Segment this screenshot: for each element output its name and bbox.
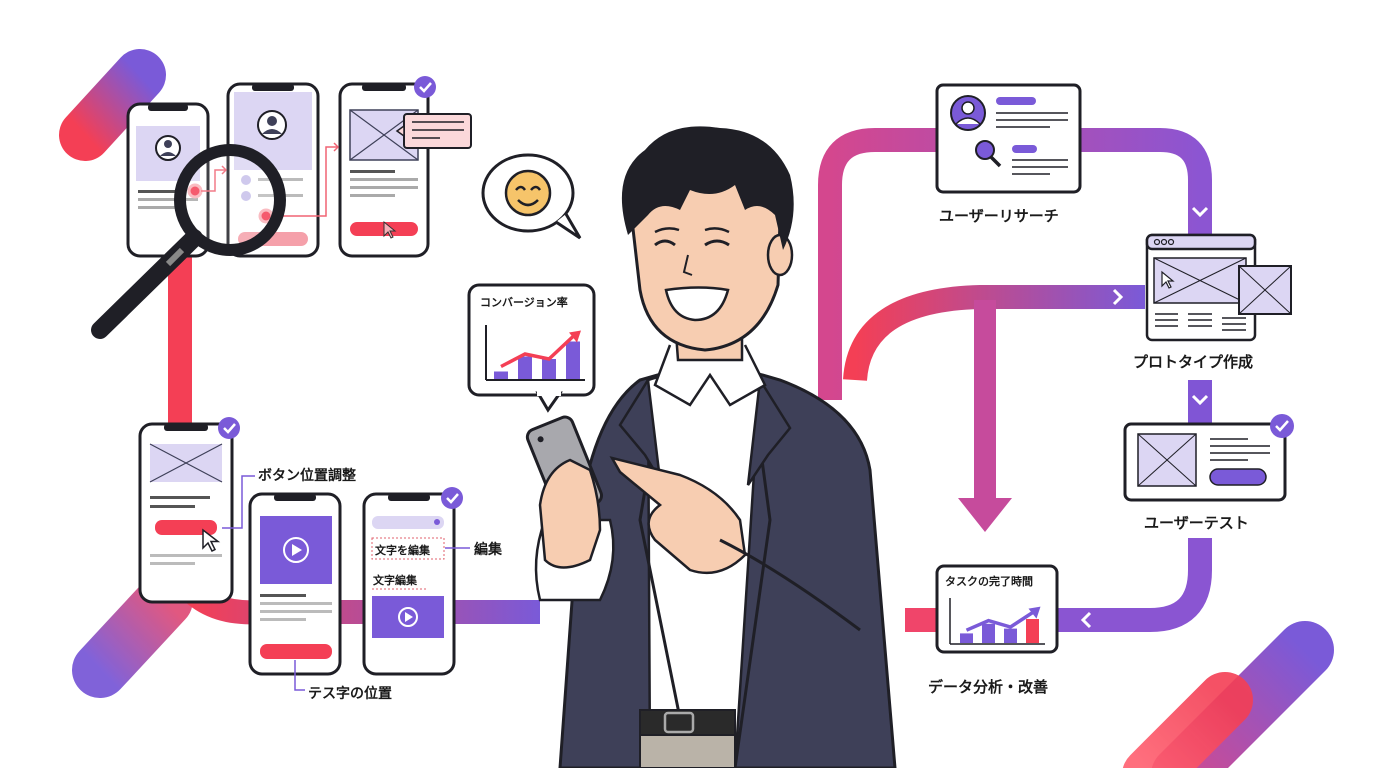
phone-text-edit-box: 文字を編集 xyxy=(375,544,430,557)
chart-bar xyxy=(494,371,508,379)
card-prototype xyxy=(1145,233,1292,342)
step-label-data-analysis: データ分析・改善 xyxy=(928,678,1049,696)
phone-text-edit-label: 文字編集 xyxy=(373,574,417,587)
conversion-chart-title: コンバージョン率 xyxy=(480,296,568,309)
card-user-test xyxy=(1123,414,1294,502)
annotation-text-position: テス字の位置 xyxy=(308,686,392,702)
phone-button-adjust xyxy=(138,417,255,604)
flow-path-right xyxy=(818,128,1212,632)
smiley-face-icon xyxy=(504,169,552,217)
card-user-research xyxy=(935,83,1082,194)
chart-bar xyxy=(542,359,556,379)
annotation-edit: 編集 xyxy=(474,542,502,558)
chart-bar xyxy=(1004,628,1017,643)
step-label-user-test: ユーザーテスト xyxy=(1144,514,1249,532)
step-label-user-research: ユーザーリサーチ xyxy=(939,207,1059,225)
check-icon xyxy=(414,76,436,98)
search-icon xyxy=(975,140,995,160)
decor-pill-top-left xyxy=(59,49,166,161)
chart-bar xyxy=(566,341,580,379)
chart-bar xyxy=(960,633,973,643)
step-label-prototype: プロトタイプ作成 xyxy=(1133,353,1254,371)
conversion-rate-bubble xyxy=(467,283,596,413)
chart-bar xyxy=(1026,619,1039,643)
phone-video xyxy=(248,492,342,691)
decor-pill-bottom-left xyxy=(72,572,193,698)
phone-text-edit xyxy=(362,487,470,676)
task-chart-title: タスクの完了時間 xyxy=(945,575,1033,588)
smiley-speech-bubble xyxy=(481,153,582,240)
phone-wireframe-3 xyxy=(338,76,472,258)
trend-arrow-icon xyxy=(500,335,575,369)
chart-bar xyxy=(518,356,532,379)
flow-connectors xyxy=(187,142,340,224)
cursor-icon xyxy=(202,528,221,553)
trend-arrow-icon xyxy=(965,611,1034,632)
annotation-button-position: ボタン位置調整 xyxy=(258,468,356,484)
decor-pill-bottom-right xyxy=(1122,621,1334,768)
chart-bar xyxy=(982,623,995,643)
person-illustration xyxy=(525,126,897,768)
play-icon xyxy=(292,544,302,556)
magnifier-icon xyxy=(91,144,286,339)
